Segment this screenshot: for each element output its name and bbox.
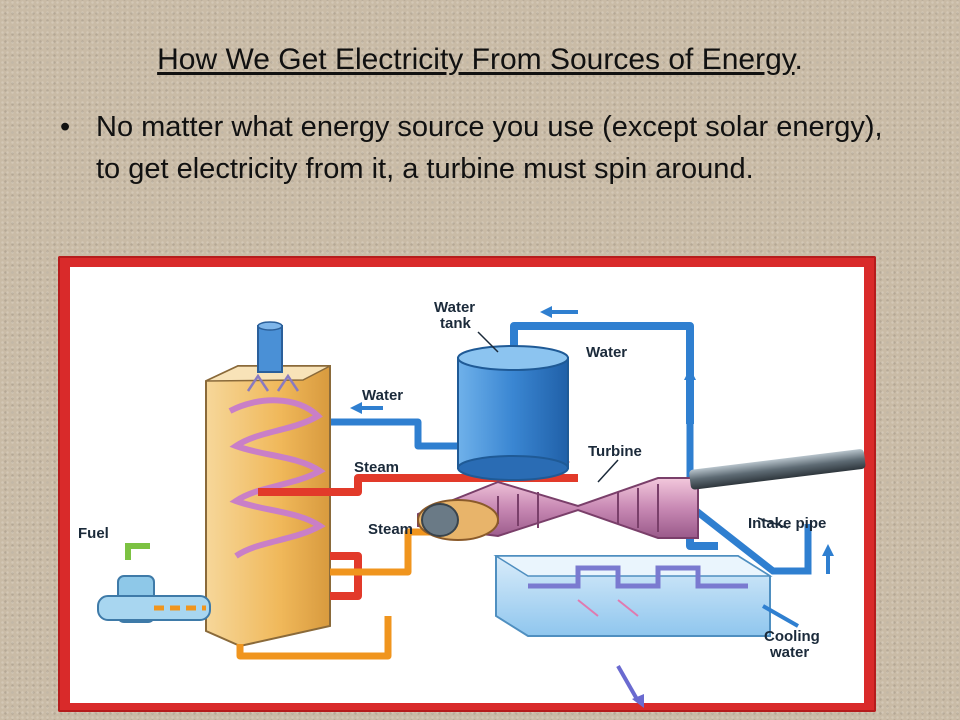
boiler [205, 321, 331, 648]
diagram-svg: Water tank Water Water Steam Steam Turbi… [70, 267, 866, 708]
bullet-dot: • [60, 111, 71, 143]
water-tank [457, 345, 569, 481]
fuel-intake [97, 543, 211, 623]
steam-pipe-red [258, 474, 578, 600]
leader-water-tank [477, 331, 499, 353]
label-steam-1: Steam [354, 459, 399, 476]
label-turbine: Turbine [588, 443, 642, 460]
label-cooling-2: water [769, 644, 809, 661]
label-steam-2: Steam [368, 521, 413, 538]
label-water-left: Water [362, 387, 403, 404]
label-cooling-1: Cooling [764, 628, 820, 645]
slide-title: How We Get Electricity From Sources of E… [0, 40, 960, 80]
slide-title-period: . [794, 43, 803, 76]
turbine [417, 477, 699, 541]
leader-intake [757, 517, 789, 529]
turbine-shaft [689, 449, 866, 490]
label-water-tank-1: Water [434, 299, 475, 316]
chimney [257, 325, 283, 373]
cooling-pool [493, 555, 773, 637]
label-fuel: Fuel [78, 525, 109, 542]
power-plant-diagram: Water tank Water Water Steam Steam Turbi… [58, 256, 876, 712]
label-water-top: Water [586, 344, 627, 361]
cooling-out-arrow [616, 665, 640, 702]
condenser-coil [528, 565, 748, 589]
bullet-text: No matter what energy source you use (ex… [96, 111, 883, 185]
slide-title-text: How We Get Electricity From Sources of E… [157, 43, 795, 76]
diagram-panel [70, 267, 864, 703]
label-intake-pipe: Intake pipe [748, 515, 826, 532]
label-water-tank-2: tank [440, 315, 472, 332]
leader-turbine [597, 459, 619, 483]
boiler-coils [228, 397, 326, 559]
